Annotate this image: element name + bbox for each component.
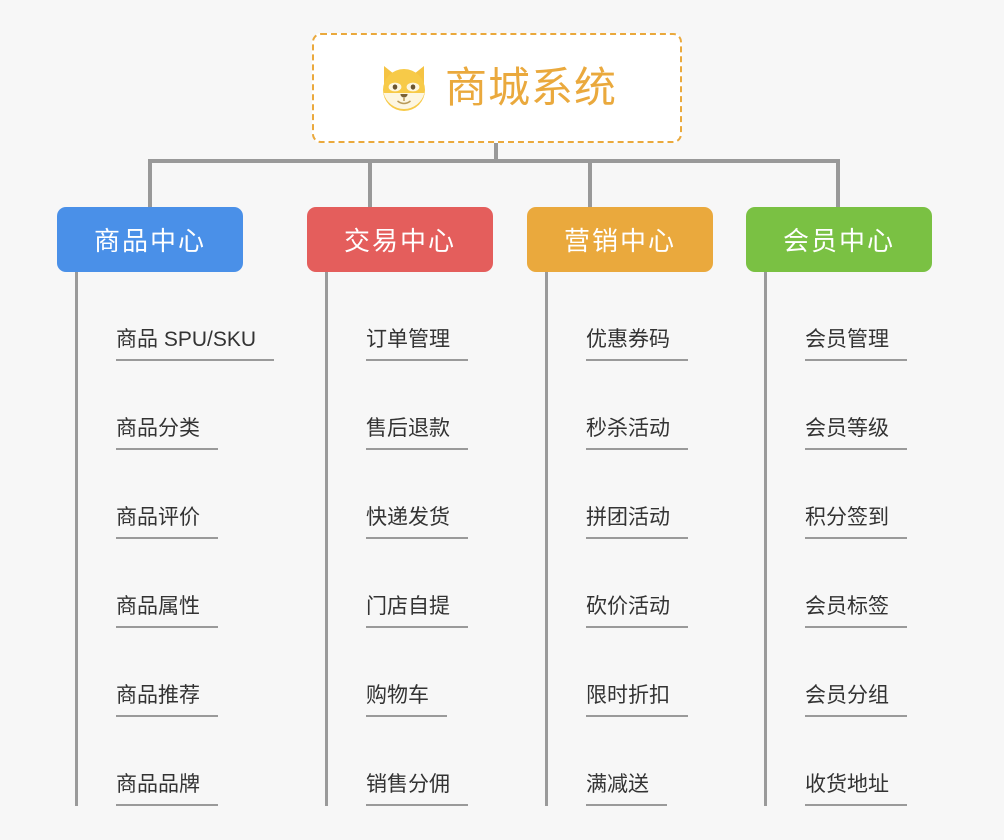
connector-branch-1 <box>148 159 152 207</box>
list-item-label: 会员等级 <box>805 417 907 450</box>
list-item-label: 销售分佣 <box>366 773 468 806</box>
category-items-member-center: 会员管理 会员等级 积分签到 会员标签 会员分组 收货地址 <box>764 272 932 806</box>
connector-branch-4 <box>836 159 840 207</box>
list-item[interactable]: 订单管理 <box>346 272 493 361</box>
list-item[interactable]: 限时折扣 <box>566 628 713 717</box>
list-item-label: 订单管理 <box>366 328 468 361</box>
category-items-product-center: 商品 SPU/SKU 商品分类 商品评价 商品属性 商品推荐 商品品牌 <box>75 272 275 806</box>
list-item[interactable]: 售后退款 <box>346 361 493 450</box>
connector-root-stem <box>494 143 498 162</box>
list-item-label: 限时折扣 <box>586 684 688 717</box>
list-item[interactable]: 砍价活动 <box>566 539 713 628</box>
shiba-dog-face-icon <box>382 66 425 111</box>
list-item-label: 收货地址 <box>805 773 907 806</box>
category-header-member-center[interactable]: 会员中心 <box>746 207 932 272</box>
list-item[interactable]: 会员标签 <box>785 539 932 628</box>
category-column-marketing-center: 营销中心 优惠券码 秒杀活动 拼团活动 砍价活动 限时折扣 满减送 <box>527 207 713 806</box>
list-item-label: 商品 SPU/SKU <box>116 328 275 361</box>
list-item-label: 砍价活动 <box>586 595 688 628</box>
list-item-label: 门店自提 <box>366 595 468 628</box>
list-item[interactable]: 购物车 <box>346 628 493 717</box>
category-header-product-center[interactable]: 商品中心 <box>57 207 243 272</box>
category-column-product-center: 商品中心 商品 SPU/SKU 商品分类 商品评价 商品属性 商品推荐 商品品牌 <box>57 207 275 806</box>
list-item[interactable]: 销售分佣 <box>346 717 493 806</box>
category-header-marketing-center[interactable]: 营销中心 <box>527 207 713 272</box>
list-item[interactable]: 拼团活动 <box>566 450 713 539</box>
list-item-label: 商品属性 <box>116 595 218 628</box>
list-item[interactable]: 会员分组 <box>785 628 932 717</box>
list-item[interactable]: 会员管理 <box>785 272 932 361</box>
list-item[interactable]: 商品推荐 <box>96 628 243 717</box>
list-item[interactable]: 会员等级 <box>785 361 932 450</box>
connector-branch-3 <box>588 159 592 207</box>
list-item-label: 购物车 <box>366 684 447 717</box>
list-item-label: 售后退款 <box>366 417 468 450</box>
list-item-label: 商品分类 <box>116 417 218 450</box>
list-item[interactable]: 优惠券码 <box>566 272 713 361</box>
root-node[interactable]: 商城系统 <box>312 33 682 143</box>
list-item[interactable]: 商品分类 <box>96 361 243 450</box>
list-item[interactable]: 商品属性 <box>96 539 243 628</box>
list-item-label: 积分签到 <box>805 506 907 539</box>
list-item[interactable]: 门店自提 <box>346 539 493 628</box>
list-item-label: 商品推荐 <box>116 684 218 717</box>
list-item[interactable]: 积分签到 <box>785 450 932 539</box>
list-item-label: 商品品牌 <box>116 773 218 806</box>
category-items-trade-center: 订单管理 售后退款 快递发货 门店自提 购物车 销售分佣 <box>325 272 493 806</box>
category-header-trade-center[interactable]: 交易中心 <box>307 207 493 272</box>
list-item-label: 会员管理 <box>805 328 907 361</box>
list-item[interactable]: 快递发货 <box>346 450 493 539</box>
list-item-label: 秒杀活动 <box>586 417 688 450</box>
list-item-label: 会员标签 <box>805 595 907 628</box>
list-item-label: 商品评价 <box>116 506 218 539</box>
root-title: 商城系统 <box>444 64 617 111</box>
category-column-trade-center: 交易中心 订单管理 售后退款 快递发货 门店自提 购物车 销售分佣 <box>307 207 493 806</box>
list-item-label: 拼团活动 <box>586 506 688 539</box>
category-items-marketing-center: 优惠券码 秒杀活动 拼团活动 砍价活动 限时折扣 满减送 <box>545 272 713 806</box>
list-item-label: 快递发货 <box>366 506 468 539</box>
category-column-member-center: 会员中心 会员管理 会员等级 积分签到 会员标签 会员分组 收货地址 <box>746 207 932 806</box>
connector-branch-2 <box>368 159 372 207</box>
list-item[interactable]: 秒杀活动 <box>566 361 713 450</box>
list-item[interactable]: 满减送 <box>566 717 713 806</box>
list-item-label: 满减送 <box>586 773 667 806</box>
connector-horizontal-bus <box>148 159 840 163</box>
list-item[interactable]: 商品品牌 <box>96 717 243 806</box>
list-item[interactable]: 商品 SPU/SKU <box>96 272 275 361</box>
list-item[interactable]: 收货地址 <box>785 717 932 806</box>
list-item[interactable]: 商品评价 <box>96 450 243 539</box>
list-item-label: 会员分组 <box>805 684 907 717</box>
list-item-label: 优惠券码 <box>586 328 688 361</box>
